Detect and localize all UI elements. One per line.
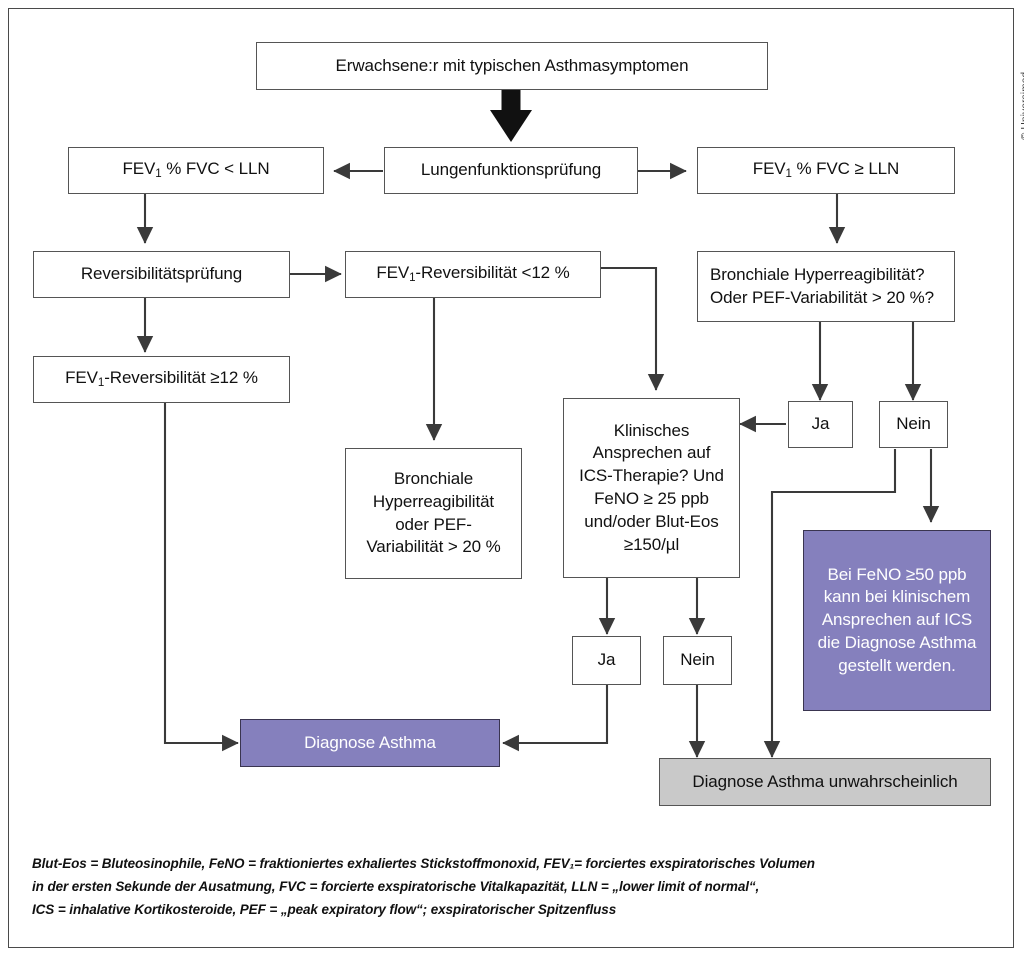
node-diagnosis-unlikely-label: Diagnose Asthma unwahrscheinlich [692,771,958,791]
node-bhr-question-line1: Bronchiale Hyperreagibilität? [710,264,925,284]
node-nein-right[interactable]: Nein [879,401,948,448]
node-nein-bottom[interactable]: Nein [663,636,732,685]
copyright-wrap: © Universimed [1000,16,1024,140]
node-fev-lt-lln[interactable]: FEV1 % FVC < LLN [68,147,324,194]
node-clinical-response-line5: und/oder Blut-Eos [584,511,719,531]
node-diagnosis-asthma-label: Diagnose Asthma [304,732,436,752]
node-feno-note-line3: Ansprechen auf ICS [821,610,973,630]
node-fev-ge-lln-label: FEV1 % FVC ≥ LLN [752,159,900,181]
node-ja-right-label: Ja [811,414,830,434]
node-reversibilitaetspruefung-label: Reversibilitätsprüfung [80,264,243,284]
node-ja-right[interactable]: Ja [788,401,853,448]
node-clinical-response[interactable]: Klinisches Ansprechen auf ICS-Therapie? … [563,398,740,578]
node-fev-ge-lln[interactable]: FEV1 % FVC ≥ LLN [697,147,955,194]
node-clinical-response-line3: ICS-Therapie? Und [579,466,724,486]
node-ja-bottom-label: Ja [597,650,616,670]
node-bhr-or-pef-line2: Hyperreagibilität [372,491,495,511]
node-bhr-or-pef-line1: Bronchiale [393,468,474,488]
node-clinical-response-line6: ≥150/µl [623,534,680,554]
node-feno-note[interactable]: Bei FeNO ≥50 ppb kann bei klinischem Ans… [803,530,991,711]
wire-ge12-to-diagnosis [163,398,239,752]
footnote: Blut-Eos = Bluteosinophile, FeNO = frakt… [32,852,932,922]
node-rev-lt12[interactable]: FEV1-Reversibilität <12 % [345,251,601,298]
node-rev-lt12-label: FEV1-Reversibilität <12 % [376,263,570,285]
node-rev-ge12[interactable]: FEV1-Reversibilität ≥12 % [33,356,290,403]
wire-ja-to-diagnosis [502,685,609,752]
node-bhr-or-pef-line4: Variabilität > 20 % [366,537,501,557]
node-rev-ge12-label: FEV1-Reversibilität ≥12 % [65,368,258,390]
node-diagnosis-asthma[interactable]: Diagnose Asthma [240,719,500,767]
node-feno-note-line2: kann bei klinischem [823,587,971,607]
footnote-line-2: in der ersten Sekunde der Ausatmung, FVC… [32,879,760,895]
wire-nein-to-unlikely [763,449,897,758]
node-lungenfunktionspruefung[interactable]: Lungenfunktionsprüfung [384,147,638,194]
node-feno-note-line1: Bei FeNO ≥50 ppb [827,564,967,584]
node-bhr-question[interactable]: Bronchiale Hyperreagibilität? Oder PEF-V… [697,251,955,322]
copyright-label: © Universimed [1020,71,1024,140]
node-bhr-question-line2: Oder PEF-Variabilität > 20 %? [710,287,935,307]
wire-lt12-to-clinical [601,266,665,391]
node-reversibilitaetspruefung[interactable]: Reversibilitätsprüfung [33,251,290,298]
node-start-label: Erwachsene:r mit typischen Asthmasymptom… [335,55,689,75]
node-ja-bottom[interactable]: Ja [572,636,641,685]
node-clinical-response-line1: Klinisches [613,420,690,440]
node-diagnosis-unlikely[interactable]: Diagnose Asthma unwahrscheinlich [659,758,991,806]
outer-frame [8,8,1014,948]
node-feno-note-line4: die Diagnose Asthma [817,632,977,652]
node-lungenfunktionspruefung-label: Lungenfunktionsprüfung [420,160,602,180]
node-nein-bottom-label: Nein [680,650,715,670]
node-clinical-response-line4: FeNO ≥ 25 ppb [594,489,709,508]
node-nein-right-label: Nein [896,414,931,434]
node-start[interactable]: Erwachsene:r mit typischen Asthmasymptom… [256,42,768,90]
wire-start-to-lung [490,90,532,142]
node-feno-note-line5: gestellt werden. [838,655,956,675]
node-bhr-or-pef-line3: oder PEF- [395,514,472,534]
footnote-line-3: ICS = inhalative Kortikosteroide, PEF = … [32,902,617,918]
node-clinical-response-line2: Ansprechen auf [592,443,711,463]
node-fev-lt-lln-label: FEV1 % FVC < LLN [122,159,270,181]
node-bhr-or-pef[interactable]: Bronchiale Hyperreagibilität oder PEF- V… [345,448,522,579]
footnote-line-1: Blut-Eos = Bluteosinophile, FeNO = frakt… [32,856,815,871]
